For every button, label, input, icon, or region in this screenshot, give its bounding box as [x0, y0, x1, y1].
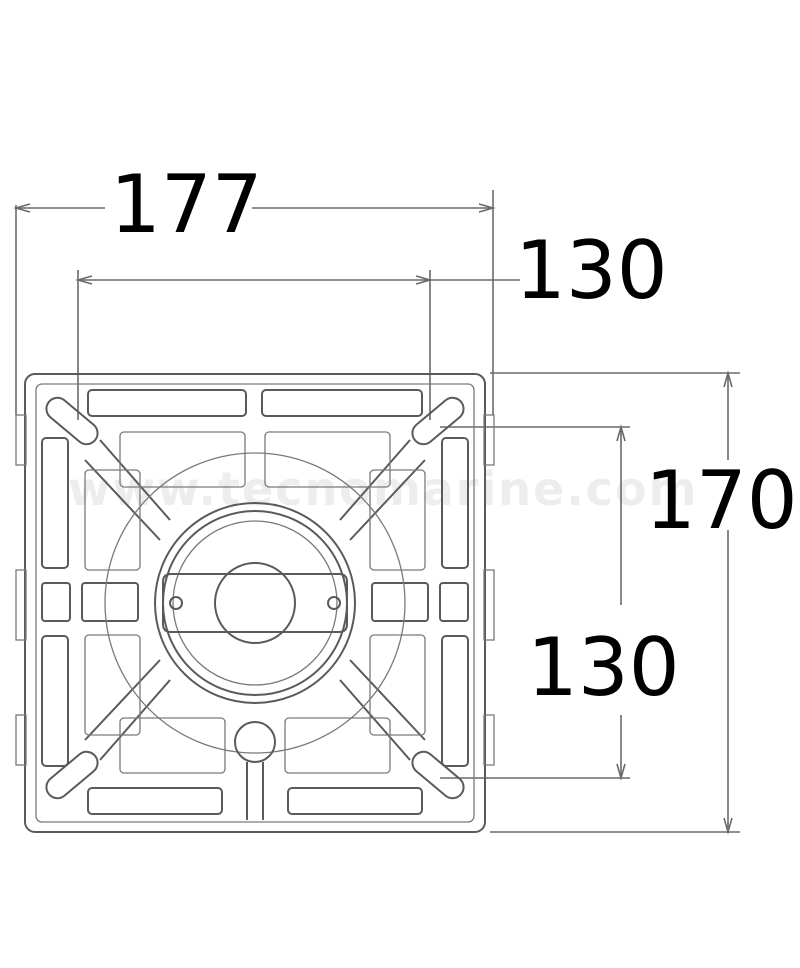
dimension-overall-width: 177 [13, 158, 496, 415]
dimension-hole-spacing-height: 130 [440, 424, 680, 781]
dimension-label-177: 177 [110, 158, 263, 251]
base-plate [15, 373, 495, 833]
dimension-hole-spacing-width: 130 [75, 224, 668, 420]
dimension-label-130-height: 130 [527, 621, 680, 714]
dimension-overall-height: 170 [490, 370, 798, 835]
dimension-label-170: 170 [645, 454, 798, 547]
dimension-label-130-width: 130 [515, 224, 668, 317]
